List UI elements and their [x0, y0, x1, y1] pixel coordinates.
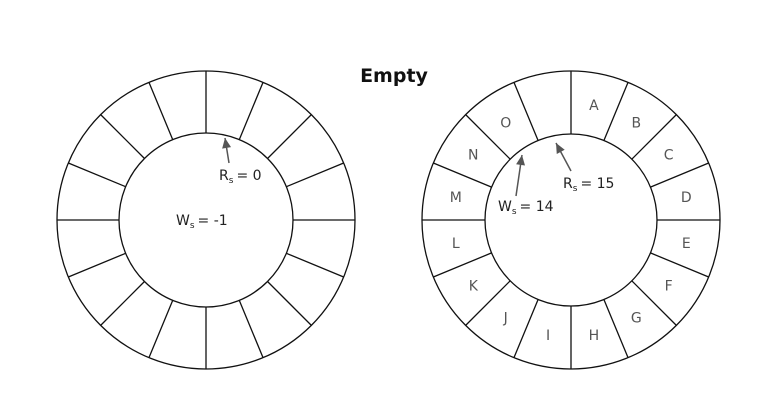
slot-divider	[238, 82, 264, 140]
slot-divider	[650, 252, 709, 278]
pointer-value: = 15	[580, 176, 614, 192]
pointer-subscript: s	[512, 207, 517, 217]
pointer-arrow-head	[556, 143, 565, 154]
pointer-name: W	[498, 199, 512, 215]
slot-divider	[267, 281, 312, 326]
pointer-name: W	[176, 213, 190, 229]
slot-divider	[148, 82, 174, 140]
slot-divider	[631, 114, 677, 160]
slot-divider	[631, 280, 677, 326]
pointer-subscript: s	[573, 184, 578, 194]
slot-divider	[68, 252, 126, 278]
slot-divider	[513, 299, 539, 358]
slot-divider	[100, 114, 145, 159]
slot-divider	[148, 300, 174, 358]
slot-label: G	[631, 311, 642, 327]
slot-label: E	[682, 236, 691, 252]
slot-divider	[286, 162, 344, 188]
pointer-label: Rs= 0	[219, 168, 262, 186]
slot-divider	[603, 299, 629, 358]
buffer-ring	[421, 70, 721, 370]
slot-label: A	[589, 98, 599, 114]
pointer-value: = 0	[236, 168, 261, 184]
slot-label: K	[469, 278, 479, 294]
slot-label: D	[681, 190, 692, 206]
pointer-label: Ws= 14	[498, 199, 554, 217]
buffer-ring	[56, 70, 356, 370]
slot-divider	[100, 281, 145, 326]
pointer-name: R	[563, 176, 573, 192]
slot-label: F	[665, 278, 673, 294]
pointer-value: = 14	[520, 199, 554, 215]
slot-label: N	[468, 148, 478, 164]
slot-divider	[433, 252, 492, 278]
slot-divider	[238, 300, 264, 358]
slot-divider	[513, 82, 539, 141]
pointer-label: Rs= 15	[563, 176, 614, 194]
slot-divider	[267, 114, 312, 159]
slot-label: I	[546, 328, 550, 344]
slot-label: C	[664, 148, 674, 164]
slot-divider	[465, 280, 511, 326]
slot-divider	[465, 114, 511, 160]
slot-labels: A B C D E F G H I J K L M N O	[450, 98, 692, 344]
slot-label: L	[452, 236, 460, 252]
slot-label: H	[589, 328, 600, 344]
slot-divider	[68, 162, 126, 188]
pointer-value: = -1	[198, 213, 228, 229]
pointer-subscript: s	[190, 221, 195, 231]
slot-divider	[433, 162, 492, 188]
pointer-subscript: s	[229, 176, 234, 186]
pointer-arrow-head	[222, 138, 232, 149]
slot-divider	[286, 252, 344, 278]
pointer-name: R	[219, 168, 229, 184]
slot-divider	[603, 82, 629, 141]
slot-label: O	[500, 115, 511, 131]
slot-label: J	[503, 311, 508, 327]
inner-circle	[484, 133, 658, 307]
slot-label: B	[631, 115, 641, 131]
slot-label: M	[450, 190, 462, 206]
pointer-label: Ws= -1	[176, 213, 228, 231]
pointers: Rs= 0Ws= -1	[176, 137, 262, 231]
circular-buffer-left: Rs= 0Ws= -1	[56, 70, 356, 370]
diagram-title: Empty	[360, 65, 428, 87]
pointer-arrow-head	[516, 155, 526, 166]
slot-divider	[650, 162, 709, 188]
